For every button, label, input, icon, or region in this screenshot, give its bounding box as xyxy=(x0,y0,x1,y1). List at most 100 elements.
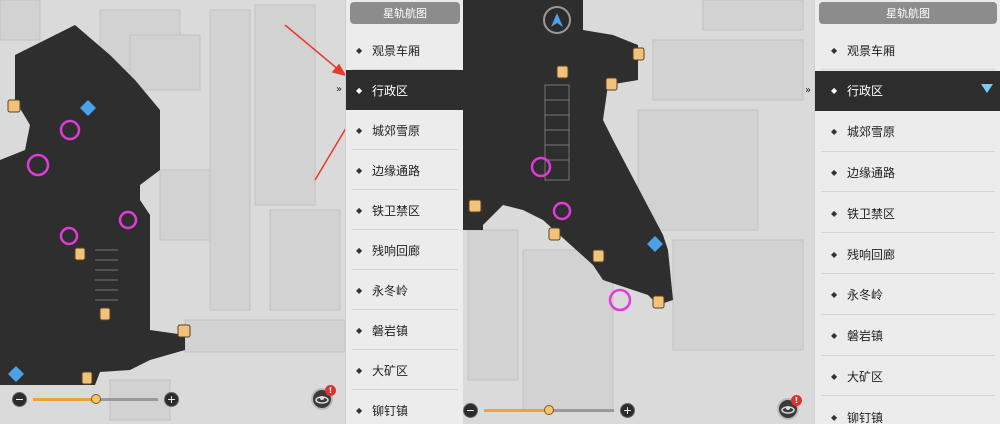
location-item[interactable]: »◆行政区 xyxy=(805,70,1000,111)
zoom-knob[interactable] xyxy=(544,405,554,415)
north-arrow-icon xyxy=(551,13,563,27)
marker-circles xyxy=(530,156,632,312)
zoom-out-button[interactable]: − xyxy=(12,392,27,407)
list-header: 星轨航图 xyxy=(350,2,460,24)
location-label: 永冬岭 xyxy=(372,283,409,298)
location-label: 大矿区 xyxy=(372,363,409,378)
location-item[interactable]: ◆ 残响回廊 xyxy=(346,230,463,270)
marker-circles xyxy=(26,119,138,246)
location-item[interactable]: ◆ 铁卫禁区 xyxy=(346,190,463,230)
bullet-icon: ◆ xyxy=(831,290,838,300)
divider xyxy=(821,150,995,152)
bullet-icon: ◆ xyxy=(356,85,363,95)
location-label: 磐岩镇 xyxy=(847,329,884,344)
location-item[interactable]: ◆ 铁卫禁区 xyxy=(815,193,1000,234)
zoom-fill xyxy=(484,409,549,412)
bullet-icon: ◆ xyxy=(356,125,363,135)
zoom-in-button[interactable]: + xyxy=(620,403,635,418)
location-item[interactable]: ◆ 边缘通路 xyxy=(346,150,463,190)
divider xyxy=(821,232,995,234)
map-view[interactable] xyxy=(0,0,345,424)
zoom-slider[interactable] xyxy=(33,394,158,404)
bullet-icon: ◆ xyxy=(831,208,838,218)
star-rail-icon xyxy=(315,396,329,404)
bullet-icon: ◆ xyxy=(831,86,838,96)
location-item[interactable]: ◆ 残响回廊 xyxy=(815,234,1000,274)
bullet-icon: ◆ xyxy=(356,405,363,415)
location-label: 边缘通路 xyxy=(372,163,421,178)
right-map-panel: 星轨航图 ◆观景车厢»◆行政区◆城郊雪原◆边缘通路◆铁卫禁区◆残响回廊◆永冬岭◆… xyxy=(463,0,1000,424)
divider xyxy=(352,389,458,390)
trailblaze-button[interactable]: ! xyxy=(311,385,336,410)
alert-badge: ! xyxy=(791,395,802,406)
list-header: 星轨航图 xyxy=(819,2,997,24)
map-view[interactable] xyxy=(463,0,814,424)
location-label: 行政区 xyxy=(847,84,884,99)
bullet-icon: ◆ xyxy=(356,165,363,175)
zoom-control: − + xyxy=(12,392,179,407)
divider xyxy=(352,69,458,70)
location-item[interactable]: ◆ 边缘通路 xyxy=(815,152,1000,193)
bullet-icon: ◆ xyxy=(831,412,838,422)
location-label: 铆钉镇 xyxy=(372,403,409,418)
left-map-panel: 星轨航图 ◆观景车厢»◆行政区◆城郊雪原◆边缘通路◆铁卫禁区◆残响回廊◆永冬岭◆… xyxy=(0,0,463,424)
location-label: 边缘通路 xyxy=(847,165,896,180)
location-item[interactable]: ◆ 铆钉镇 xyxy=(346,390,463,424)
location-list: 星轨航图 ◆观景车厢»◆行政区◆城郊雪原◆边缘通路◆铁卫禁区◆残响回廊◆永冬岭◆… xyxy=(805,0,1000,424)
location-item[interactable]: ◆ 大矿区 xyxy=(346,350,463,390)
location-item[interactable]: ◆ 城郊雪原 xyxy=(815,112,1000,152)
zoom-in-button[interactable]: + xyxy=(164,392,179,407)
bullet-icon: ◆ xyxy=(356,245,363,255)
divider xyxy=(821,395,995,397)
location-label: 铁卫禁区 xyxy=(847,206,896,221)
divider xyxy=(821,191,995,193)
selected-marker-icon xyxy=(981,83,993,93)
location-item[interactable]: ◆大矿区 xyxy=(815,356,1000,397)
location-label: 城郊雪原 xyxy=(372,123,421,138)
location-item[interactable]: ◆ 观景车厢 xyxy=(346,30,463,70)
selected-chevron-icon: » xyxy=(336,84,343,95)
location-label: 磐岩镇 xyxy=(372,323,409,338)
bullet-icon: ◆ xyxy=(356,365,363,375)
bullet-icon: ◆ xyxy=(831,127,838,137)
bullet-icon: ◆ xyxy=(356,205,363,215)
location-item[interactable]: ◆ 永冬岭 xyxy=(815,275,1000,315)
divider xyxy=(821,69,995,70)
star-rail-icon xyxy=(781,406,795,414)
location-label: 铁卫禁区 xyxy=(372,203,421,218)
zoom-out-button[interactable]: − xyxy=(463,403,478,418)
location-item[interactable]: ◆ 铆钉镇 xyxy=(815,397,1000,424)
zoom-knob[interactable] xyxy=(90,394,101,404)
location-label: 城郊雪原 xyxy=(847,125,896,140)
location-item[interactable]: ◆ 观景车厢 xyxy=(815,30,1000,70)
location-item[interactable]: ◆ 永冬岭 xyxy=(346,270,463,310)
divider xyxy=(352,229,458,230)
compass[interactable] xyxy=(543,6,571,34)
location-label: 永冬岭 xyxy=(847,288,884,303)
zoom-slider[interactable] xyxy=(484,405,614,415)
location-label: 观景车厢 xyxy=(372,43,421,58)
bullet-icon: ◆ xyxy=(831,45,838,55)
divider xyxy=(352,309,458,310)
divider xyxy=(352,189,458,190)
bullet-icon: ◆ xyxy=(356,45,363,55)
location-item[interactable]: ◆ 磐岩镇 xyxy=(815,316,1000,356)
location-label: 铆钉镇 xyxy=(847,410,884,424)
bullet-icon: ◆ xyxy=(831,249,838,259)
bullet-icon: ◆ xyxy=(356,285,363,295)
bullet-icon: ◆ xyxy=(831,167,838,177)
location-item[interactable]: ◆磐岩镇 xyxy=(346,310,463,350)
location-label: 残响回廊 xyxy=(372,243,421,258)
location-list: 星轨航图 ◆观景车厢»◆行政区◆城郊雪原◆边缘通路◆铁卫禁区◆残响回廊◆永冬岭◆… xyxy=(336,0,463,424)
alert-badge: ! xyxy=(325,385,336,396)
location-label: 观景车厢 xyxy=(847,43,896,58)
location-label: 行政区 xyxy=(372,83,409,98)
divider xyxy=(352,269,458,270)
location-item[interactable]: ◆ 城郊雪原 xyxy=(346,110,463,150)
trailblaze-button[interactable]: ! xyxy=(777,395,802,420)
divider xyxy=(352,149,458,150)
location-label: 残响回廊 xyxy=(847,247,896,262)
location-item[interactable]: » ◆ 行政区 xyxy=(336,70,463,110)
bullet-icon: ◆ xyxy=(831,331,838,341)
